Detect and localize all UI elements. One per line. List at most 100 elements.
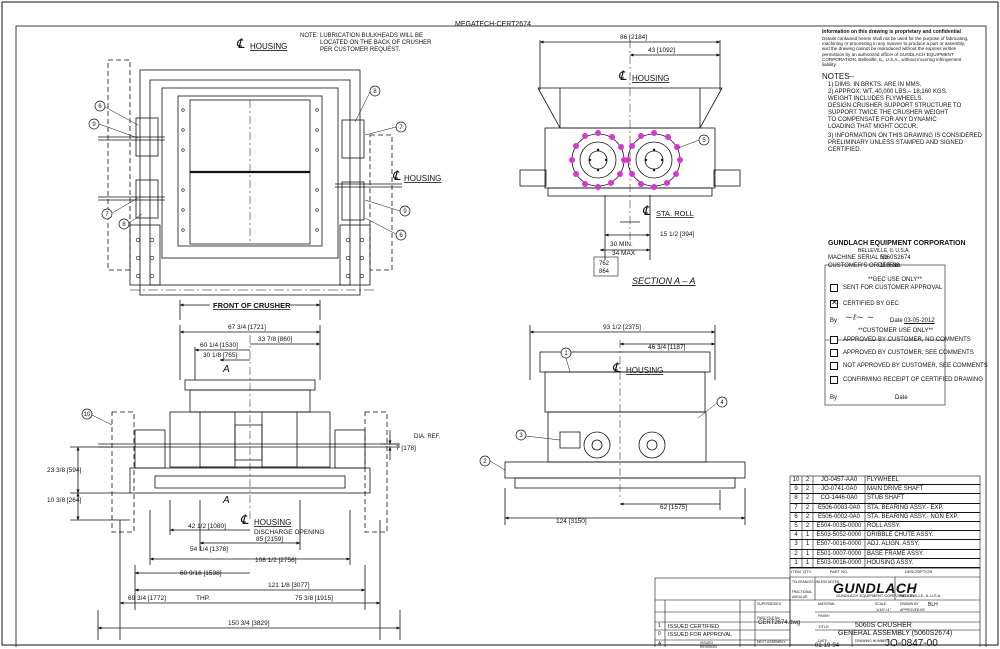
certified-gec-label: CERTIFIED BY GEC xyxy=(843,301,899,307)
lube-note-line2: LOCATED ON THE BACK OF CRUSHER xyxy=(320,40,432,46)
approved-no-comments-checkbox[interactable] xyxy=(830,336,838,344)
material-label: MATERIAL xyxy=(818,602,836,606)
certified-gec-checkbox[interactable]: ✕ xyxy=(830,298,838,308)
by-label: By xyxy=(830,318,838,324)
lube-note-line3: PER CUSTOMER REQUEST. xyxy=(320,47,400,53)
note-line-5: SUPPORT TWICE THE CRUSHER WEIGHT xyxy=(828,110,949,116)
dim-121: 121 1/8 [3077] xyxy=(268,582,310,589)
bom-item: 3 xyxy=(794,541,798,548)
date-label: Date xyxy=(890,318,903,324)
bom-desc: STA. BEARING ASSY.- EXP. xyxy=(867,504,944,511)
note-line-8: 3) INFORMATION ON THIS DRAWING IS CONSID… xyxy=(828,133,982,139)
tolerances-label: TOLERANCES UNLESS NOTED xyxy=(792,580,840,584)
discharge-label: DISCHARGE OPENING xyxy=(254,529,324,536)
brand-logo: GUNDLACH xyxy=(833,580,918,596)
bom-qty: 1 xyxy=(805,532,810,539)
dim-7: 7 [178] xyxy=(396,445,416,452)
brand-sub: GUNDLACH EQUIPMENT CORPORATION xyxy=(836,593,914,598)
bom-part: JO-0741-0A0 xyxy=(821,486,857,493)
date-label-tb: DATE xyxy=(818,639,828,643)
approved-see-comments-checkbox[interactable] xyxy=(830,349,838,357)
drawing-no: JO-0847-00 xyxy=(885,638,938,649)
confirming-label: CONFIRMING RECEIPT OF CERTIFIED DRAWING xyxy=(843,377,983,383)
bom-part: JO-0457-AA0 xyxy=(820,477,858,483)
drawing-no-label: DRAWING NUMBER xyxy=(855,639,888,643)
sent-approval-checkbox[interactable] xyxy=(830,284,838,292)
bom-qty: 1 xyxy=(805,559,810,566)
drawn-by: BLH xyxy=(928,602,938,608)
svg-text:10: 10 xyxy=(84,412,91,418)
dim-43: 43 [1092] xyxy=(648,47,675,54)
svg-text:8: 8 xyxy=(373,89,377,95)
by-label-2: By xyxy=(830,395,838,401)
dim-33: 33 7/8 [860] xyxy=(258,336,293,343)
note-line-10: CERTIFIED. xyxy=(828,147,862,153)
title-line-2: GENERAL ASSEMBLY (5060S2674) xyxy=(838,630,953,637)
approved-no-comments-label: APPROVED BY CUSTOMER, NO COMMENTS xyxy=(843,337,971,343)
lube-note-line1: NOTE: LUBRICATION BULKHEADS WILL BE xyxy=(300,33,423,39)
plan-housing-cl: ℄ xyxy=(236,36,245,51)
dim-75: 75 3/8 [1915] xyxy=(295,595,333,602)
dim-mm-box xyxy=(593,256,619,277)
front-elevation-view xyxy=(70,325,401,640)
date-value-tb: 01-19-94 xyxy=(815,643,840,649)
bom-header-item: ITEM xyxy=(791,568,801,574)
title-label: TITLE xyxy=(818,624,829,629)
bom-header-qty: QTY. xyxy=(803,568,812,574)
dwg-file-label: DWG FILE No. xyxy=(757,616,781,620)
sta-roll-cl: ℄ xyxy=(642,203,651,218)
svg-text:6: 6 xyxy=(399,233,403,239)
bom-desc: FLYWHEEL xyxy=(867,477,899,483)
finish-label: FINISH xyxy=(818,614,830,618)
next-assembly-label: NEXT ASSEMBLY xyxy=(757,640,786,644)
date-label-2: Date xyxy=(895,395,908,401)
plan-view xyxy=(98,59,402,320)
proprietary-line: Information on this drawing is proprieta… xyxy=(822,29,961,35)
bom-desc: HOUSING ASSY. xyxy=(867,559,914,566)
bom-part: E503-5052-0000 xyxy=(816,532,862,539)
aa-housing-label: HOUSING xyxy=(632,74,669,83)
title-block-grid xyxy=(654,567,981,647)
angular-label: ANGULAR xyxy=(792,595,808,599)
svg-text:3: 3 xyxy=(519,433,523,439)
dim-67: 67 3/4 [1721] xyxy=(228,324,266,331)
machine-serial: 5060S2674 xyxy=(880,255,911,261)
rev-no-a: A xyxy=(658,641,662,647)
note-line-1: 1) DIMS. IN BRKTS. ARE IN MMS. xyxy=(828,82,922,88)
bom-header-part: PART NO. xyxy=(829,568,849,574)
bom-qty: 1 xyxy=(805,550,810,557)
bom-qty: 1 xyxy=(805,541,810,548)
svg-text:2: 2 xyxy=(483,459,487,465)
machine-serial-label: MACHINE SERIAL No. xyxy=(828,255,890,261)
bom-part: E503-0016-0000 xyxy=(816,559,862,566)
note-line-3: WEIGHT INCLUDES FLYWHEELS. xyxy=(828,96,924,102)
bom-item: 7 xyxy=(794,504,798,511)
scale-value: 1/16"=1" xyxy=(876,607,892,612)
svg-text:9: 9 xyxy=(92,122,96,128)
customer-order-label: CUSTOMER'S ORDER No. xyxy=(828,263,902,269)
confirming-checkbox[interactable] xyxy=(830,376,838,384)
company-name: GUNDLACH EQUIPMENT CORPORATION xyxy=(828,240,966,247)
brand-location: BELLEVILLE, IL U.S.A. xyxy=(900,593,942,598)
issued-certified: ISSUED CERTIFIED xyxy=(668,624,719,630)
gec-use-only: **GEC USE ONLY** xyxy=(868,277,922,283)
sheet-header: MEGATECH-CERT2674 xyxy=(455,21,531,28)
dim-30min: 30 MIN. xyxy=(610,241,633,248)
approved-see-comments-label: APPROVED BY CUSTOMER, SEE COMMENTS xyxy=(843,350,974,356)
rev-no-0: 0 xyxy=(658,631,661,637)
not-approved-checkbox[interactable] xyxy=(830,362,838,370)
bom-item: 5 xyxy=(794,522,798,529)
plan-housing-label-right: HOUSING xyxy=(404,174,441,183)
customer-order: 118538 xyxy=(880,263,900,269)
x-mark-icon: ✕ xyxy=(831,298,838,307)
svg-text:1: 1 xyxy=(564,351,568,357)
bom-header-desc: DESCRIPTION xyxy=(905,568,933,574)
bom-desc: ROLL ASSY. xyxy=(867,522,901,529)
a-mark-top: A xyxy=(222,364,230,375)
dim-150: 150 3/4 [3829] xyxy=(228,620,270,627)
signature: ~ℓ~ ~ xyxy=(845,313,875,323)
